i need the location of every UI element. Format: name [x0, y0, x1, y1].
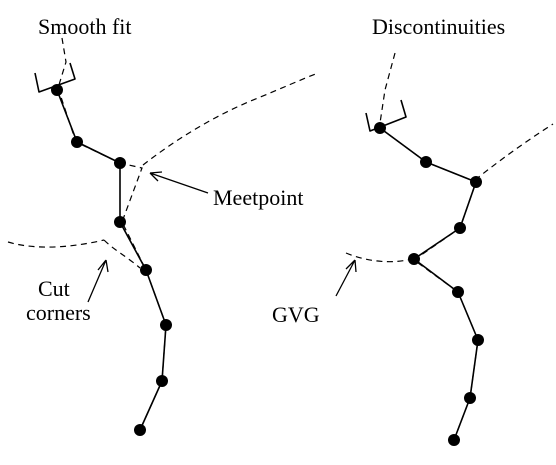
right-node: [454, 222, 466, 234]
right-panel-title: Discontinuities: [372, 14, 505, 39]
right-node: [470, 176, 482, 188]
left-node: [71, 136, 83, 148]
cut-corners-label-line2: corners: [26, 300, 91, 325]
meetpoint-callout: Meetpoint: [149, 171, 303, 210]
left-robot-path: [56, 89, 167, 431]
right-node: [374, 122, 386, 134]
left-panel-title: Smooth fit: [38, 14, 132, 39]
left-node: [160, 319, 172, 331]
right-robot-path: [379, 127, 479, 441]
left-gvg-left-branch: [7, 239, 105, 248]
meetpoint-arrow: [149, 171, 209, 194]
right-node: [452, 286, 464, 298]
cut-corners-callout: Cut corners: [26, 259, 109, 325]
left-gvg-top-stub: [57, 37, 67, 89]
right-gvg-main-path: [379, 127, 479, 441]
left-nodes: [51, 84, 172, 436]
right-node: [408, 253, 420, 265]
right-gvg-top-branch: [474, 123, 554, 181]
left-node: [156, 375, 168, 387]
right-node: [448, 434, 460, 446]
left-node: [134, 424, 146, 436]
left-gvg-top-branch: [142, 72, 319, 166]
cut-corners-arrow: [87, 259, 109, 303]
right-node: [472, 334, 484, 346]
left-gvg-corner-curve: [103, 239, 141, 269]
gvg-label: GVG: [272, 302, 320, 327]
left-node: [51, 84, 63, 96]
left-node: [114, 216, 126, 228]
right-gvg-top-stub: [379, 52, 396, 124]
cut-corners-label-line1: Cut: [38, 276, 70, 301]
right-start-bracket: [365, 99, 407, 132]
right-panel: Discontinuities GVG: [272, 14, 554, 446]
right-node: [464, 392, 476, 404]
meetpoint-label: Meetpoint: [213, 185, 303, 210]
left-panel: Smooth fit Meetpoint C: [7, 14, 319, 436]
right-gvg-left-branch: [345, 252, 413, 263]
gvg-arrow: [335, 259, 357, 297]
left-node: [140, 264, 152, 276]
right-node: [420, 156, 432, 168]
right-nodes: [374, 122, 484, 446]
left-node: [114, 157, 126, 169]
gvg-callout: GVG: [272, 259, 357, 327]
